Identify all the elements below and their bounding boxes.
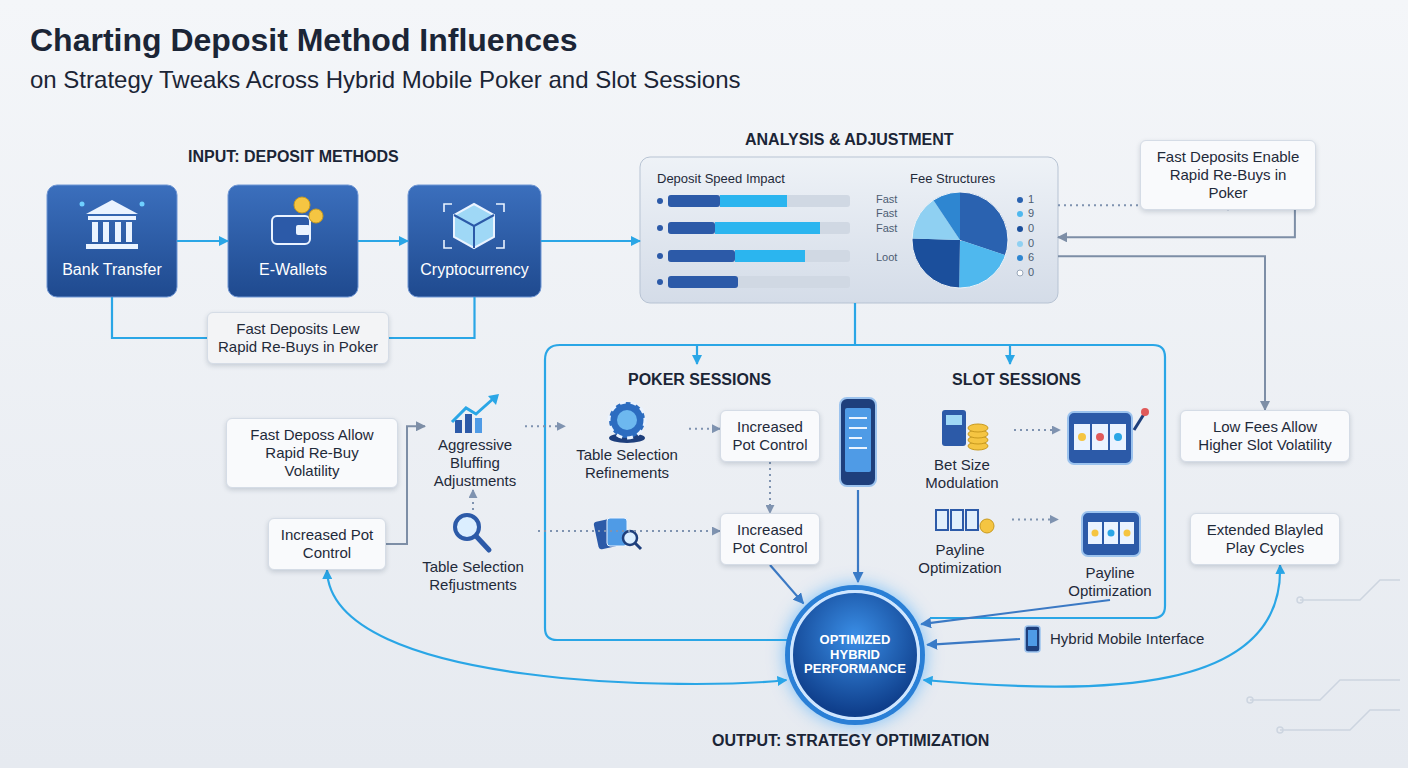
connector (112, 297, 207, 338)
speed-bars (657, 195, 850, 288)
legend-value: 0 (1028, 237, 1034, 249)
section-label: ANALYSIS & ADJUSTMENT (745, 131, 954, 149)
bluff-icon (452, 394, 499, 433)
connector (770, 565, 803, 603)
node-text: Aggressive Bluffing Adjustments (425, 436, 525, 490)
panel-fill (640, 157, 1058, 303)
node-text: Bank Transfer (47, 261, 177, 279)
section-label: on Strategy Tweaks Across Hybrid Mobile … (30, 66, 741, 94)
analysis-panel: Deposit Speed Impact Fee Structures (640, 157, 1058, 303)
legend-value: 0 (1028, 266, 1034, 278)
crypto-icon (444, 204, 504, 248)
legend-value: 0 (1028, 222, 1034, 234)
slot-machine-icon (1068, 408, 1149, 464)
callout-box: Increased Pot Control (720, 410, 820, 462)
payline-icon (936, 510, 994, 533)
legend-value: Fast (876, 222, 897, 234)
section-label: POKER SESSIONS (628, 371, 771, 389)
bet-icon (942, 410, 1060, 450)
connector (927, 639, 1020, 645)
section-label: SLOT SESSIONS (952, 371, 1081, 389)
diagram-title: Charting Deposit Method Influences (30, 22, 578, 59)
cards-icon (593, 518, 641, 550)
connector (177, 240, 228, 242)
node-text: Table Selection Refjustments (408, 558, 538, 594)
circuit-decor (1247, 580, 1400, 733)
node-text: Hybrid Mobile Interface (1050, 630, 1204, 648)
connector (538, 530, 720, 532)
icon-label: Bet Size Modulation (910, 398, 1014, 492)
slot-machine-icon (1082, 512, 1140, 556)
legend-value: Loot (876, 251, 897, 263)
fee-pie (936, 216, 984, 264)
input-box: Bank Transfer (47, 185, 177, 297)
icon-label: Payline Optimization (908, 505, 1012, 577)
chip-icon (609, 402, 645, 443)
node-text: Table Selection Refinements (565, 446, 689, 482)
output-circle: OPTIMIZED HYBRID PERFORMANCE (790, 590, 920, 720)
node-text: Payline Optimization (1058, 564, 1162, 600)
input-box: E-Wallets (228, 185, 358, 297)
connector (358, 240, 408, 242)
node-text: Fast Deposs Allow Rapid Re-Buy Volatilit… (236, 426, 388, 480)
connector (327, 570, 786, 684)
node-text: Increased Pot Control (730, 521, 810, 557)
icon-label: Table Selection Refinements (565, 400, 689, 482)
bank-icon (80, 200, 145, 249)
node-text: Fast Deposits Lew Rapid Re-Buys in Poker (217, 320, 379, 356)
node-text: E-Wallets (228, 261, 358, 279)
section-label: INPUT: DEPOSIT METHODS (188, 148, 399, 166)
magnifier-icon (455, 515, 489, 550)
node-text: Cryptocurrency (408, 261, 541, 279)
legend-dots (1017, 197, 1023, 276)
connector (769, 462, 771, 513)
connector (389, 297, 475, 338)
connector (1058, 210, 1295, 237)
wallet-icon (272, 197, 323, 244)
connector (1058, 256, 1265, 410)
node-text: Fast Deposits Enable Rapid Re-Buys in Po… (1150, 148, 1306, 202)
node-text: Extended Blayled Play Cycles (1200, 521, 1330, 557)
small-phone-icon (1025, 626, 1040, 652)
legend-value: 9 (1028, 207, 1034, 219)
input-box-fill (47, 185, 541, 297)
section-label: OUTPUT: STRATEGY OPTIMIZATION (712, 732, 989, 750)
node-text: Deposit Speed Impact (657, 171, 785, 186)
input-box: Cryptocurrency (408, 185, 541, 297)
callout-box: Extended Blayled Play Cycles (1190, 513, 1340, 565)
connector (472, 490, 474, 510)
node-text: Payline Optimization (908, 541, 1012, 577)
callout-box: Fast Deposs Allow Rapid Re-Buy Volatilit… (226, 418, 398, 488)
callout-box: Low Fees Allow Higher Slot Volatility (1180, 410, 1350, 462)
callout-box: Increased Pot Control (720, 513, 820, 565)
legend-value: 1 (1028, 193, 1034, 205)
callout-box: Fast Deposits Enable Rapid Re-Buys in Po… (1140, 140, 1316, 210)
callout-box: Increased Pot Control (268, 518, 386, 570)
legend-value: 6 (1028, 251, 1034, 263)
connector (525, 425, 565, 427)
node-text: OPTIMIZED HYBRID PERFORMANCE (799, 633, 911, 678)
legend-value: Fast (876, 193, 897, 205)
connector (541, 240, 640, 242)
connector (921, 600, 1110, 624)
icon-label: Payline Optimization (1058, 508, 1162, 600)
connector (689, 428, 720, 430)
node-text: Increased Pot Control (278, 526, 376, 562)
node-text: Fee Structures (910, 171, 995, 186)
icon-label: Aggressive Bluffing Adjustments (425, 392, 525, 490)
node-text: Low Fees Allow Higher Slot Volatility (1190, 418, 1340, 454)
phone-icon (840, 398, 876, 582)
connector (924, 565, 1280, 687)
legend-value: Fast (876, 207, 897, 219)
icon-label: Table Selection Refjustments (408, 510, 538, 594)
node-text: Bet Size Modulation (910, 456, 1014, 492)
node-text: Increased Pot Control (730, 418, 810, 454)
connector (1012, 518, 1058, 520)
interface-label: Hybrid Mobile Interface (1020, 622, 1210, 656)
note-box: Fast Deposits Lew Rapid Re-Buys in Poker (207, 312, 389, 364)
